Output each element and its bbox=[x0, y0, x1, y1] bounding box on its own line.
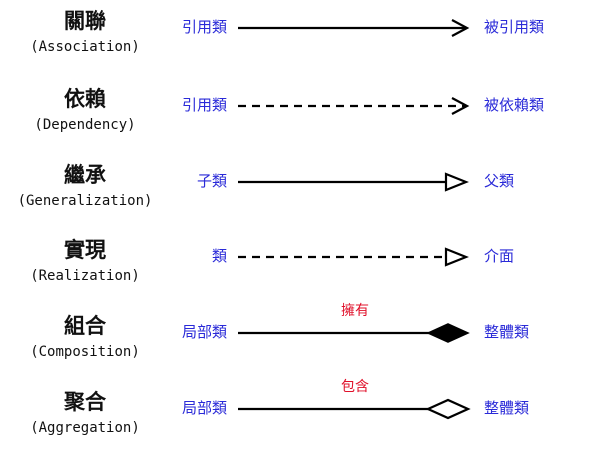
row-dependency: 依賴 (Dependency) 引用類 被依賴類 bbox=[0, 86, 589, 162]
connector-aggregation bbox=[238, 398, 471, 420]
connector-realization bbox=[238, 247, 469, 267]
target-class-realization: 介面 bbox=[484, 247, 515, 265]
subtitle-composition: (Composition) bbox=[30, 344, 140, 360]
title-realization: 實現 bbox=[64, 238, 106, 262]
title-composition: 組合 bbox=[64, 314, 106, 338]
row-realization: 實現 (Realization) 類 介面 bbox=[0, 237, 589, 313]
hollow-triangle-head-icon bbox=[444, 172, 469, 192]
row-association: 關聯 (Association) 引用類 被引用類 bbox=[0, 8, 589, 84]
source-class-dependency: 引用類 bbox=[181, 96, 227, 114]
row-aggregation: 聚合 (Aggregation) 局部類 包含 整體類 bbox=[0, 379, 589, 465]
source-class-composition: 局部類 bbox=[181, 323, 227, 341]
row-generalization: 繼承 (Generalization) 子類 父類 bbox=[0, 162, 589, 238]
subtitle-aggregation: (Aggregation) bbox=[30, 420, 140, 436]
subtitle-dependency: (Dependency) bbox=[34, 117, 136, 133]
hollow-diamond-head-icon bbox=[425, 398, 471, 420]
row-composition: 組合 (Composition) 局部類 擁有 整體類 bbox=[0, 303, 589, 389]
title-association: 關聯 bbox=[64, 9, 106, 33]
subtitle-realization: (Realization) bbox=[30, 268, 140, 284]
target-class-association: 被引用類 bbox=[484, 18, 545, 36]
filled-diamond-head-icon bbox=[426, 323, 470, 343]
target-class-composition: 整體類 bbox=[484, 323, 530, 341]
relation-label-composition: 擁有 bbox=[341, 303, 369, 319]
subtitle-generalization: (Generalization) bbox=[17, 193, 153, 209]
title-aggregation: 聚合 bbox=[64, 390, 106, 414]
target-class-dependency: 被依賴類 bbox=[484, 96, 545, 114]
connector-composition bbox=[238, 323, 470, 343]
connector-dependency bbox=[238, 97, 470, 115]
open-arrow-head-icon bbox=[451, 19, 470, 37]
target-class-aggregation: 整體類 bbox=[484, 399, 530, 417]
connector-association bbox=[238, 19, 470, 37]
source-class-generalization: 子類 bbox=[196, 172, 227, 190]
source-class-aggregation: 局部類 bbox=[181, 399, 227, 417]
open-arrow-head-icon bbox=[451, 97, 470, 115]
title-generalization: 繼承 bbox=[64, 163, 106, 187]
relation-label-aggregation: 包含 bbox=[341, 379, 369, 395]
subtitle-association: (Association) bbox=[30, 39, 140, 55]
connector-generalization bbox=[238, 172, 469, 192]
title-dependency: 依賴 bbox=[64, 87, 106, 111]
source-class-association: 引用類 bbox=[181, 18, 227, 36]
hollow-triangle-head-icon bbox=[444, 247, 469, 267]
target-class-generalization: 父類 bbox=[484, 172, 515, 190]
source-class-realization: 類 bbox=[211, 247, 227, 265]
